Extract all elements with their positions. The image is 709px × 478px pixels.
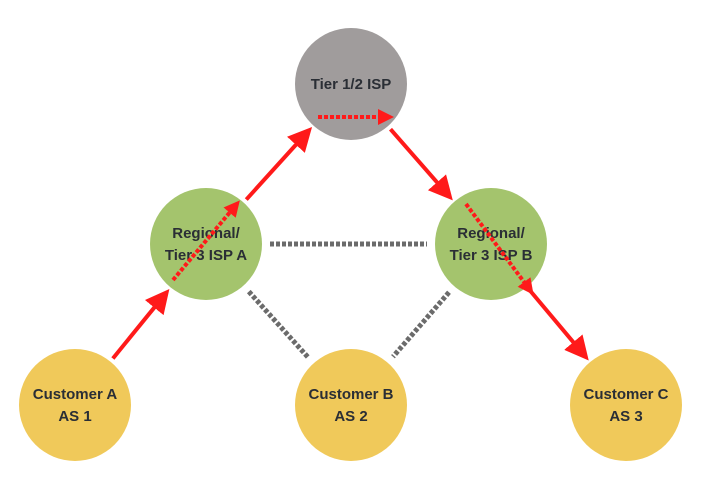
node-label: Tier 3 ISP B [450,247,533,264]
node-label: Customer A [33,386,118,403]
node-label: AS 3 [609,408,642,425]
node-label: Tier 3 ISP A [165,247,247,264]
route-arrow-custA-to-ispA [111,288,170,360]
route-arrow-tier1-to-ispB [389,127,453,201]
node-custA: Customer A AS 1 [19,349,131,461]
node-circle [19,349,131,461]
route-arrow-ispB-to-custC [528,288,589,361]
node-ispB: Regional/Tier 3 ISP B [435,188,547,300]
node-label: Customer B [308,386,393,403]
node-circle [150,188,262,300]
node-circle [295,349,407,461]
peering-link-ispA-custB [246,289,311,360]
node-custC: Customer C AS 3 [570,349,682,461]
transit-path-ispA [171,200,240,282]
node-custB: Customer B AS 2 [295,349,407,461]
node-label: Regional/ [172,225,240,242]
node-label: Customer C [583,386,668,403]
route-arrow-ispA-to-tier1 [244,126,313,201]
node-circle [570,349,682,461]
node-label: AS 1 [58,408,91,425]
node-ispA: Regional/Tier 3 ISP A [150,188,262,300]
node-circle [435,188,547,300]
peering-link-ispB-custB [391,290,451,359]
node-label: Tier 1/2 ISP [311,76,392,93]
node-label: Regional/ [457,225,525,242]
node-label: AS 2 [334,408,367,425]
node-tier1: Tier 1/2 ISP [295,28,407,140]
